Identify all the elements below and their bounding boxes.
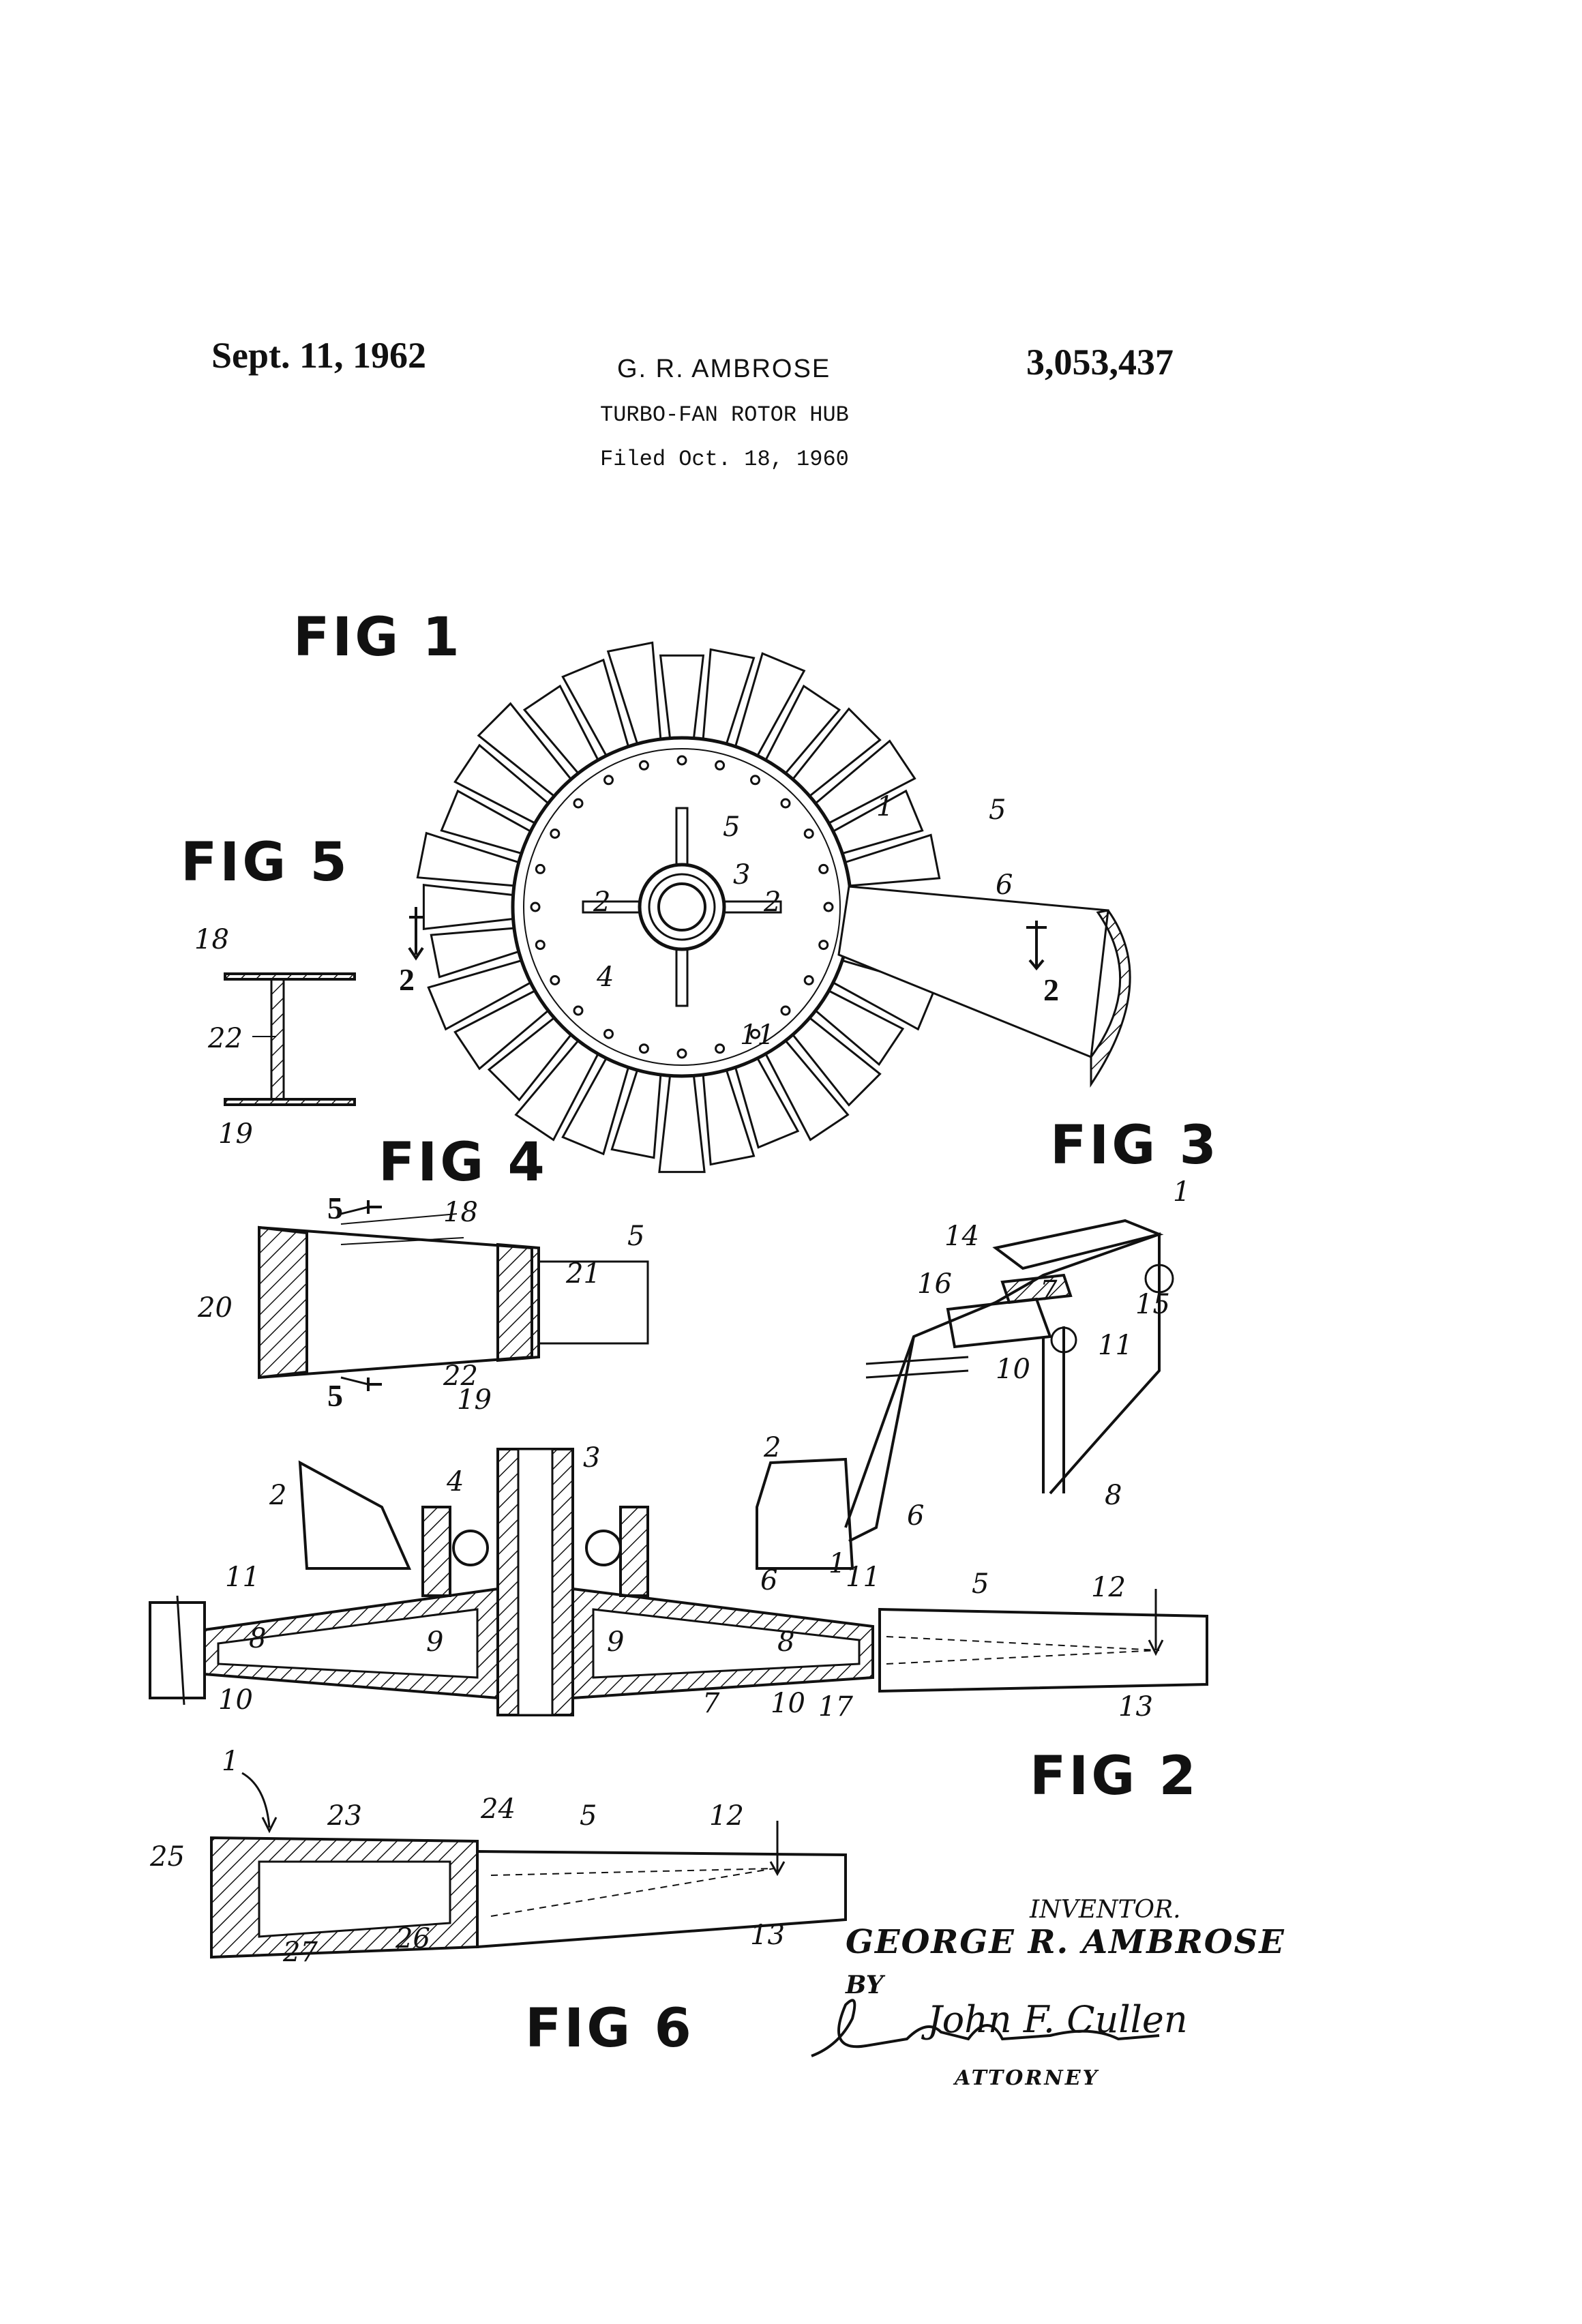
ref-label: 8 xyxy=(777,1626,794,1658)
fig2-drawing xyxy=(150,1449,1207,1715)
base-block xyxy=(259,1227,307,1377)
inventor-label: INVENTOR. xyxy=(1030,1896,1181,1924)
ref-label: 1 xyxy=(222,1746,239,1777)
ref-label: 14 xyxy=(944,1221,979,1252)
ref-label: 25 xyxy=(150,1841,185,1873)
ref-label: 24 xyxy=(481,1793,516,1825)
ref-label: 7 xyxy=(702,1688,719,1719)
ref-label: 12 xyxy=(709,1800,744,1832)
bearing-outer xyxy=(640,865,724,949)
ref-label: 26 xyxy=(395,1923,430,1954)
ref-label: 20 xyxy=(198,1292,233,1324)
ref-label: 2 xyxy=(269,1480,286,1511)
ref-label: 5 xyxy=(627,1221,644,1252)
fan-blade xyxy=(423,885,515,929)
ref-label: 5 xyxy=(723,811,740,843)
fan-blade xyxy=(661,655,704,740)
ref-label: 19 xyxy=(218,1118,253,1150)
ref-label: 7 xyxy=(1040,1275,1057,1307)
ref-label: 8 xyxy=(1105,1480,1122,1511)
ref-label: 10 xyxy=(996,1354,1030,1385)
ref-label: 4 xyxy=(447,1466,464,1498)
ref-label: 4 xyxy=(597,962,614,993)
ref-label: 12 xyxy=(1091,1572,1126,1603)
section-label: 2 xyxy=(1043,972,1059,1008)
ref-label: 10 xyxy=(218,1684,253,1716)
ref-label: 9 xyxy=(426,1626,443,1658)
ref-label: 9 xyxy=(607,1626,624,1658)
ref-label: 5 xyxy=(989,794,1006,826)
ref-label: 21 xyxy=(566,1258,601,1290)
ref-label: 13 xyxy=(750,1920,785,1951)
ref-label: 1 xyxy=(876,791,893,822)
ref-label: 19 xyxy=(457,1384,492,1416)
section-label: 5 xyxy=(327,1377,343,1414)
attorney-signature: John F. Cullen xyxy=(927,1998,1188,2041)
ref-label: 27 xyxy=(283,1937,318,1968)
fan-blade xyxy=(659,1073,704,1172)
ref-label: 3 xyxy=(583,1442,600,1474)
ref-label: 6 xyxy=(907,1500,924,1532)
ref-label: 23 xyxy=(327,1800,362,1832)
ref-label: 2 xyxy=(764,1432,781,1463)
bearing-ball-left xyxy=(453,1531,488,1565)
bearing-ball-right xyxy=(586,1531,621,1565)
attorney-label: ATTORNEY xyxy=(955,2066,1099,2090)
inventor-full-name: GEORGE R. AMBROSE xyxy=(846,1923,1285,1961)
root-wedge xyxy=(498,1245,539,1360)
ref-label: 15 xyxy=(1135,1289,1170,1320)
ref-label: 5 xyxy=(580,1800,597,1832)
ref-label: 3 xyxy=(733,859,750,891)
ref-label: 11 xyxy=(846,1562,880,1593)
ref-label: 5 xyxy=(972,1568,989,1600)
ref-label: 10 xyxy=(771,1688,805,1719)
ref-label: 6 xyxy=(996,869,1013,901)
ref-label: 11 xyxy=(1098,1330,1133,1361)
ref-label: 6 xyxy=(760,1565,777,1596)
ref-label: 11 xyxy=(225,1562,260,1593)
ref-label: 13 xyxy=(1118,1691,1153,1723)
ref-label: 2 xyxy=(764,887,781,918)
ref-label: 17 xyxy=(818,1691,853,1723)
ref-label: 8 xyxy=(249,1623,266,1654)
section-label: 5 xyxy=(327,1190,343,1226)
section-label: 2 xyxy=(399,962,415,998)
ref-label: 18 xyxy=(443,1197,478,1228)
ref-label: 18 xyxy=(194,924,229,955)
ref-label: 11 xyxy=(740,1019,775,1051)
ref-label: 1 xyxy=(829,1548,846,1579)
ref-label: 22 xyxy=(208,1023,243,1054)
by-label: BY xyxy=(846,1971,884,1999)
ref-label: 2 xyxy=(593,887,610,918)
ref-label: 1 xyxy=(1173,1176,1190,1208)
fig5-drawing xyxy=(225,974,355,1105)
ref-label: 16 xyxy=(917,1268,952,1300)
